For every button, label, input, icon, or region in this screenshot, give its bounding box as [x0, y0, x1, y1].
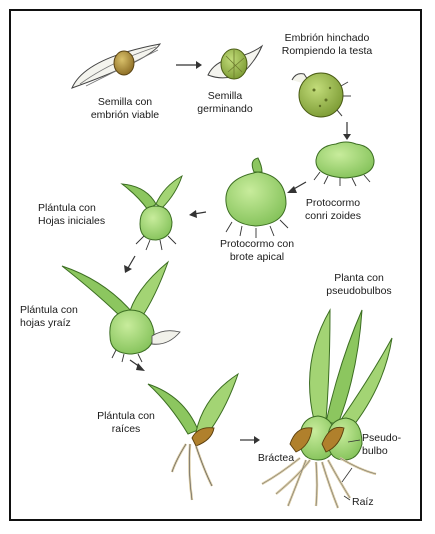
arrow-4 — [189, 210, 206, 218]
arrow-5 — [124, 256, 135, 273]
label-plantula-raices: Plántula con raíces — [86, 410, 166, 436]
arrow-7 — [240, 436, 260, 444]
protocorm-rhizoids — [314, 142, 374, 186]
arrow-6 — [130, 360, 145, 371]
seed-with-embryo — [72, 44, 160, 88]
seedling-initial-leaves — [122, 176, 182, 250]
label-protocormo-rizoides: Protocormo conri zoides — [292, 197, 374, 223]
label-raiz: Raíz — [352, 496, 392, 509]
label-semilla-germinando: Semilla germinando — [190, 90, 260, 116]
germinating-seed — [208, 46, 262, 79]
label-protocormo-brote: Protocormo con brote apical — [208, 238, 306, 264]
seedling-roots — [148, 374, 238, 500]
label-semilla-con-embrion: Semilla con embrión viable — [77, 96, 173, 122]
arrow-3 — [287, 182, 306, 193]
protocorm-apical-bud — [226, 158, 288, 238]
swollen-embryo — [292, 73, 351, 117]
arrow-2 — [343, 122, 351, 140]
label-plantula-hojas-iniciales: Plántula con Hojas iniciales — [38, 202, 120, 228]
label-bractea: Bráctea — [252, 452, 300, 465]
arrow-1 — [176, 61, 202, 69]
label-pseudobulbo: Pseudo- bulbo — [362, 432, 412, 458]
label-planta-pseudobulbos: Planta con pseudobulbos — [314, 272, 404, 298]
label-embrion-hinchado: Embrión hinchado Rompiendo la testa — [262, 32, 392, 58]
label-plantula-hojas-raiz: Plántula con hojas yraíz — [20, 304, 102, 330]
plant-with-pseudobulbs — [262, 310, 392, 508]
